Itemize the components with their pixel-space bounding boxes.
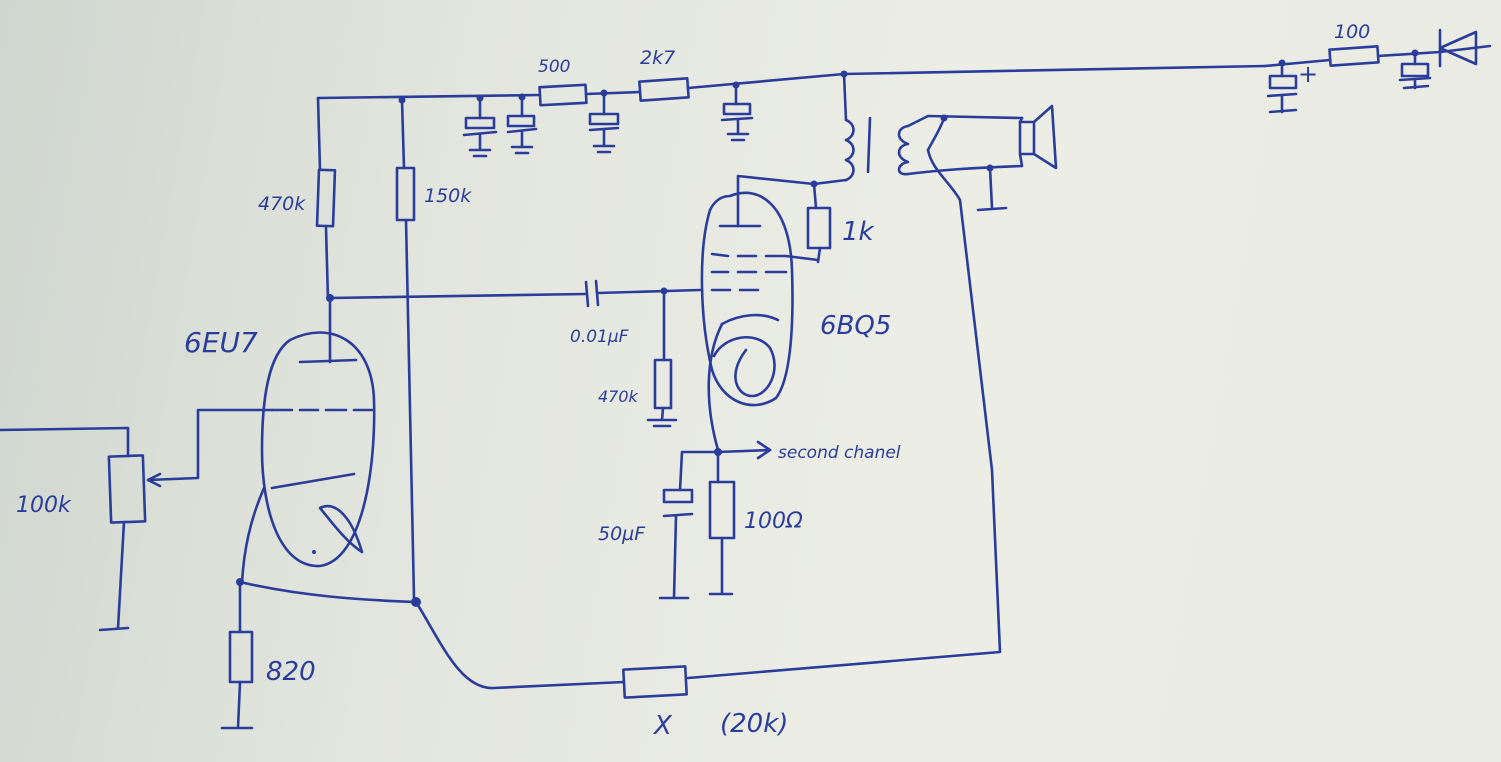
plate-coupling-line (326, 292, 587, 364)
label-1k: 1k (842, 217, 875, 247)
label-second-channel: second chanel (778, 443, 901, 463)
label-50uf: 50µF (598, 523, 646, 545)
resistor-2k7: 2k7 (638, 47, 690, 102)
label-6eu7: 6EU7 (184, 326, 258, 359)
capacitor-0-01uf: 0.01µF (570, 279, 702, 347)
diode-icon (1438, 28, 1478, 68)
label-470k-grid: 470k (598, 387, 639, 406)
label-0-01uf: 0.01µF (570, 327, 629, 347)
label-2k7: 2k7 (640, 47, 675, 69)
label-150k: 150k (424, 185, 472, 207)
label-470k-plate: 470k (258, 193, 306, 215)
tube-6bq5: 6BQ5 (700, 174, 891, 452)
resistor-150k: 150k (395, 98, 472, 600)
cathode-network-6bq5: second chanel (678, 440, 901, 492)
tube-6eu7: 6EU7 (184, 326, 376, 584)
resistor-470k-plate: 470k (258, 96, 337, 302)
resistor-500: 500 (538, 57, 588, 107)
filter-cap-3 (588, 91, 620, 154)
potentiometer-100k: 100k (0, 426, 147, 632)
label-plus: + (1298, 60, 1318, 88)
label-820: 820 (266, 657, 316, 687)
supply-cap-2 (1398, 51, 1432, 90)
label-20k: (20k) (720, 709, 788, 739)
filter-cap-2 (506, 95, 538, 155)
label-100: 100 (1334, 21, 1370, 43)
filter-cap-1 (462, 96, 498, 158)
label-6bq5: 6BQ5 (820, 311, 891, 341)
resistor-100-ohm: 100Ω (708, 480, 803, 596)
resistor-100: 100 (1328, 21, 1380, 67)
label-x: X (652, 711, 673, 741)
label-500: 500 (538, 57, 570, 77)
resistor-820: 820 (220, 578, 418, 730)
speaker-icon (976, 104, 1058, 212)
output-transformer (812, 72, 1024, 186)
label-100-ohm: 100Ω (744, 509, 803, 534)
resistor-470k-grid: 470k (598, 289, 678, 428)
resistor-1k: 1k (806, 180, 875, 264)
capacitor-50uf: 50µF (598, 488, 694, 600)
label-100k-pot: 100k (16, 493, 72, 518)
grid-lead-6eu7 (146, 408, 274, 488)
filter-cap-4 (720, 83, 754, 142)
supply-cap-plus: + (1266, 60, 1318, 114)
feedback-network: X (20k) (411, 148, 1002, 741)
